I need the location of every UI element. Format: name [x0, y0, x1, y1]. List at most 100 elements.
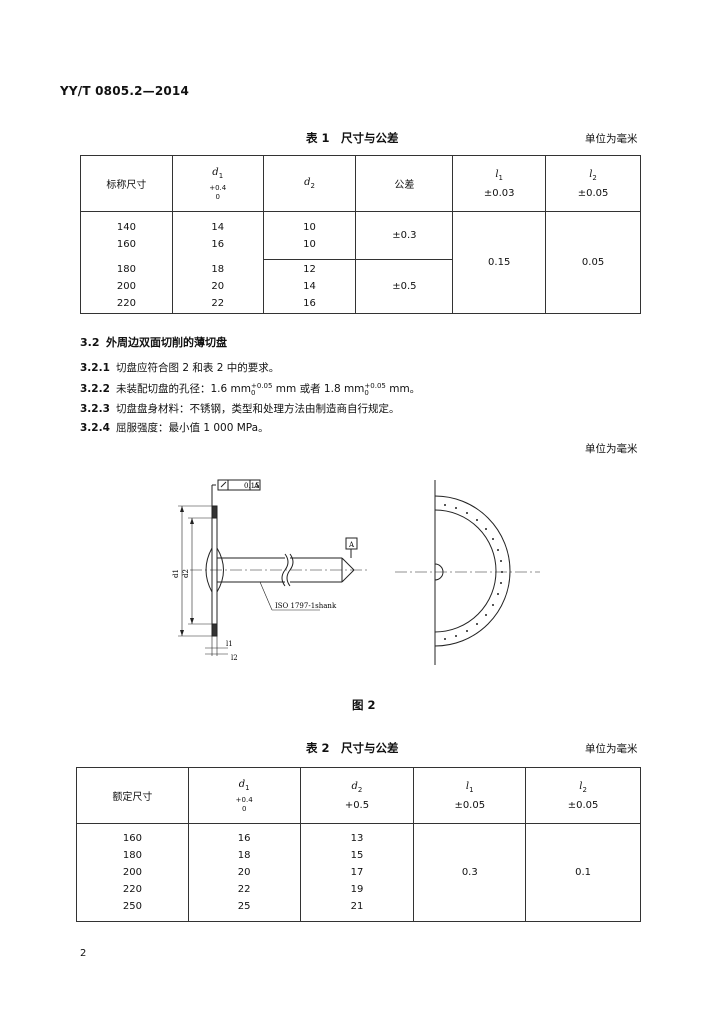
table2-l2-value: 0.1: [525, 823, 641, 922]
table1-header-tolerance: 公差: [355, 155, 454, 212]
table1-l2-subscript: 2: [592, 173, 597, 182]
table-cell: 180: [122, 850, 142, 861]
table-cell: 180: [116, 263, 136, 275]
table1-l1-subscript: 1: [498, 173, 504, 182]
table1-l1-symbol: l: [495, 168, 499, 180]
tolerance-lower: 0: [251, 389, 256, 397]
section-title: 外周边双面切削的薄切盘: [106, 336, 227, 349]
clause-text-a: 未装配切盘的孔径：1.6 mm: [116, 383, 251, 395]
clause-3-2-3: 3.2.3 切盘盘身材料：不锈钢，类型和处理方法由制造商自行规定。: [80, 401, 400, 416]
table-cell: 18: [211, 263, 225, 275]
table2-l1-tol: ±0.05: [454, 799, 486, 811]
table1-l2-tol: ±0.05: [577, 187, 609, 199]
table2-header-row: 额定尺寸 d1 +0.4 0 d2 +0.5 l1 ±0.05 l2 ±0.05: [76, 767, 641, 824]
figure-2-caption: 图 2: [352, 698, 376, 712]
table-cell: 160: [122, 833, 142, 844]
gdt-tolerance: 0.15: [244, 482, 260, 490]
table-cell: 10: [303, 221, 316, 233]
table1-d1-tol-upper: +0.4: [209, 184, 227, 192]
table1-d1-group1: 14 16: [171, 211, 264, 260]
disc-perforation-dots: [444, 504, 503, 640]
table1-l1-tol: ±0.03: [483, 187, 515, 199]
table-cell: 250: [122, 901, 142, 912]
table-cell: 15: [350, 850, 364, 861]
clause-text: 切盘盘身材料：不锈钢，类型和处理方法由制造商自行规定。: [116, 403, 400, 415]
table-cell: 16: [303, 298, 316, 309]
table-cell: 14: [211, 221, 225, 233]
table2-l1-value: 0.3: [413, 823, 527, 922]
table2-d2-subscript: 2: [357, 785, 363, 794]
table1: 标称尺寸 d1 +0.4 0 d2 公差 l1 ±0.03 l2 ±0.05 1…: [80, 155, 641, 314]
figure-2-drawing: 0.15 A A ISO 1797-1shank d1 d2 l1 l2: [172, 479, 540, 665]
table-cell: 160: [116, 238, 136, 250]
table2-d1-tol-upper: +0.4: [235, 796, 253, 804]
table1-nominal-group1: 140 160: [80, 211, 173, 260]
table1-d2-group2: 12 14 16: [262, 259, 357, 314]
table1-l2-symbol: l: [589, 168, 593, 180]
datum-letter: A: [348, 541, 355, 549]
gdt-frame: [217, 479, 261, 491]
table1-l1-value: 0.15: [452, 211, 547, 314]
table2-body-row: 160 180 200 220 250 16 18 20 22 25 13 15…: [76, 823, 641, 922]
table1-d1-symbol: d: [212, 167, 219, 178]
clause-number: 3.2.2: [80, 383, 110, 395]
table-cell: 200: [122, 867, 142, 878]
table2-header-d1: d1 +0.4 0: [187, 767, 301, 824]
dim-l1-label: l1: [226, 640, 233, 648]
table-cell: 12: [303, 264, 316, 275]
table1-d2-symbol: d: [304, 177, 311, 188]
table2-l1-subscript: 1: [469, 785, 474, 794]
table1-d1-subscript: 1: [218, 172, 224, 180]
table-cell: 14: [303, 281, 316, 292]
table1-header-l2: l2 ±0.05: [545, 155, 641, 212]
table2-caption: 表 2 尺寸与公差: [306, 741, 399, 755]
clause-number: 3.2.4: [80, 422, 110, 434]
clause-text-b: mm 或者 1.8 mm: [272, 383, 365, 395]
table-cell: 16: [237, 833, 251, 844]
table2-d2-symbol: d: [351, 780, 358, 792]
table2-l2-tol: ±0.05: [567, 799, 599, 811]
table2-d1-column: 16 18 20 22 25: [187, 823, 301, 922]
table-cell: 13: [350, 833, 364, 844]
table1-tolerance-group2: ±0.5: [355, 259, 454, 314]
table1-d2-group1: 10 10: [262, 211, 357, 260]
table2-unit: 单位为毫米: [585, 743, 638, 755]
table-cell: 16: [211, 238, 225, 250]
tolerance-lower: 0: [364, 389, 369, 397]
table2-header-l2: l2 ±0.05: [525, 767, 641, 824]
table-cell: 25: [237, 901, 251, 912]
table1-header-nominal: 标称尺寸: [80, 155, 173, 212]
table-cell: 220: [122, 884, 142, 895]
dim-d2-label: d2: [182, 569, 190, 578]
table2-rated-column: 160 180 200 220 250: [76, 823, 189, 922]
table-cell: 18: [237, 850, 251, 861]
table2-l2-symbol: l: [579, 780, 583, 792]
table1-header-row: 标称尺寸 d1 +0.4 0 d2 公差 l1 ±0.03 l2 ±0.05: [80, 155, 641, 212]
section-number: 3.2: [80, 336, 100, 349]
table2-d1-symbol: d: [238, 779, 246, 790]
clause-number: 3.2.3: [80, 403, 110, 415]
table-cell: 220: [116, 297, 136, 309]
shank-label: ISO 1797-1shank: [275, 602, 337, 610]
table2-d1-tol-lower: 0: [241, 805, 247, 813]
gdt-datum: A: [253, 482, 260, 490]
table-cell: 21: [350, 901, 364, 912]
tolerance-upper: +0.05: [251, 382, 273, 390]
figure-unit: 单位为毫米: [585, 443, 638, 455]
page-number: 2: [80, 948, 87, 959]
table2-l1-symbol: l: [465, 780, 470, 792]
table-cell: 20: [211, 280, 225, 292]
tolerance-upper: +0.05: [364, 382, 386, 390]
table2-d2-tol: +0.5: [344, 799, 370, 811]
dim-d1-label: d1: [172, 569, 180, 578]
table1-d1-tol-lower: 0: [215, 193, 220, 201]
clause-text: 切盘应符合图 2 和表 2 中的要求。: [116, 362, 280, 374]
table1-nominal-group2: 180 200 220: [80, 259, 173, 314]
table2-header-d2: d2 +0.5: [299, 767, 415, 824]
table1-group2: 180 200 220 18 20 22 12 14 16 ±0.5: [80, 259, 641, 314]
table2-d1-subscript: 1: [245, 784, 250, 792]
